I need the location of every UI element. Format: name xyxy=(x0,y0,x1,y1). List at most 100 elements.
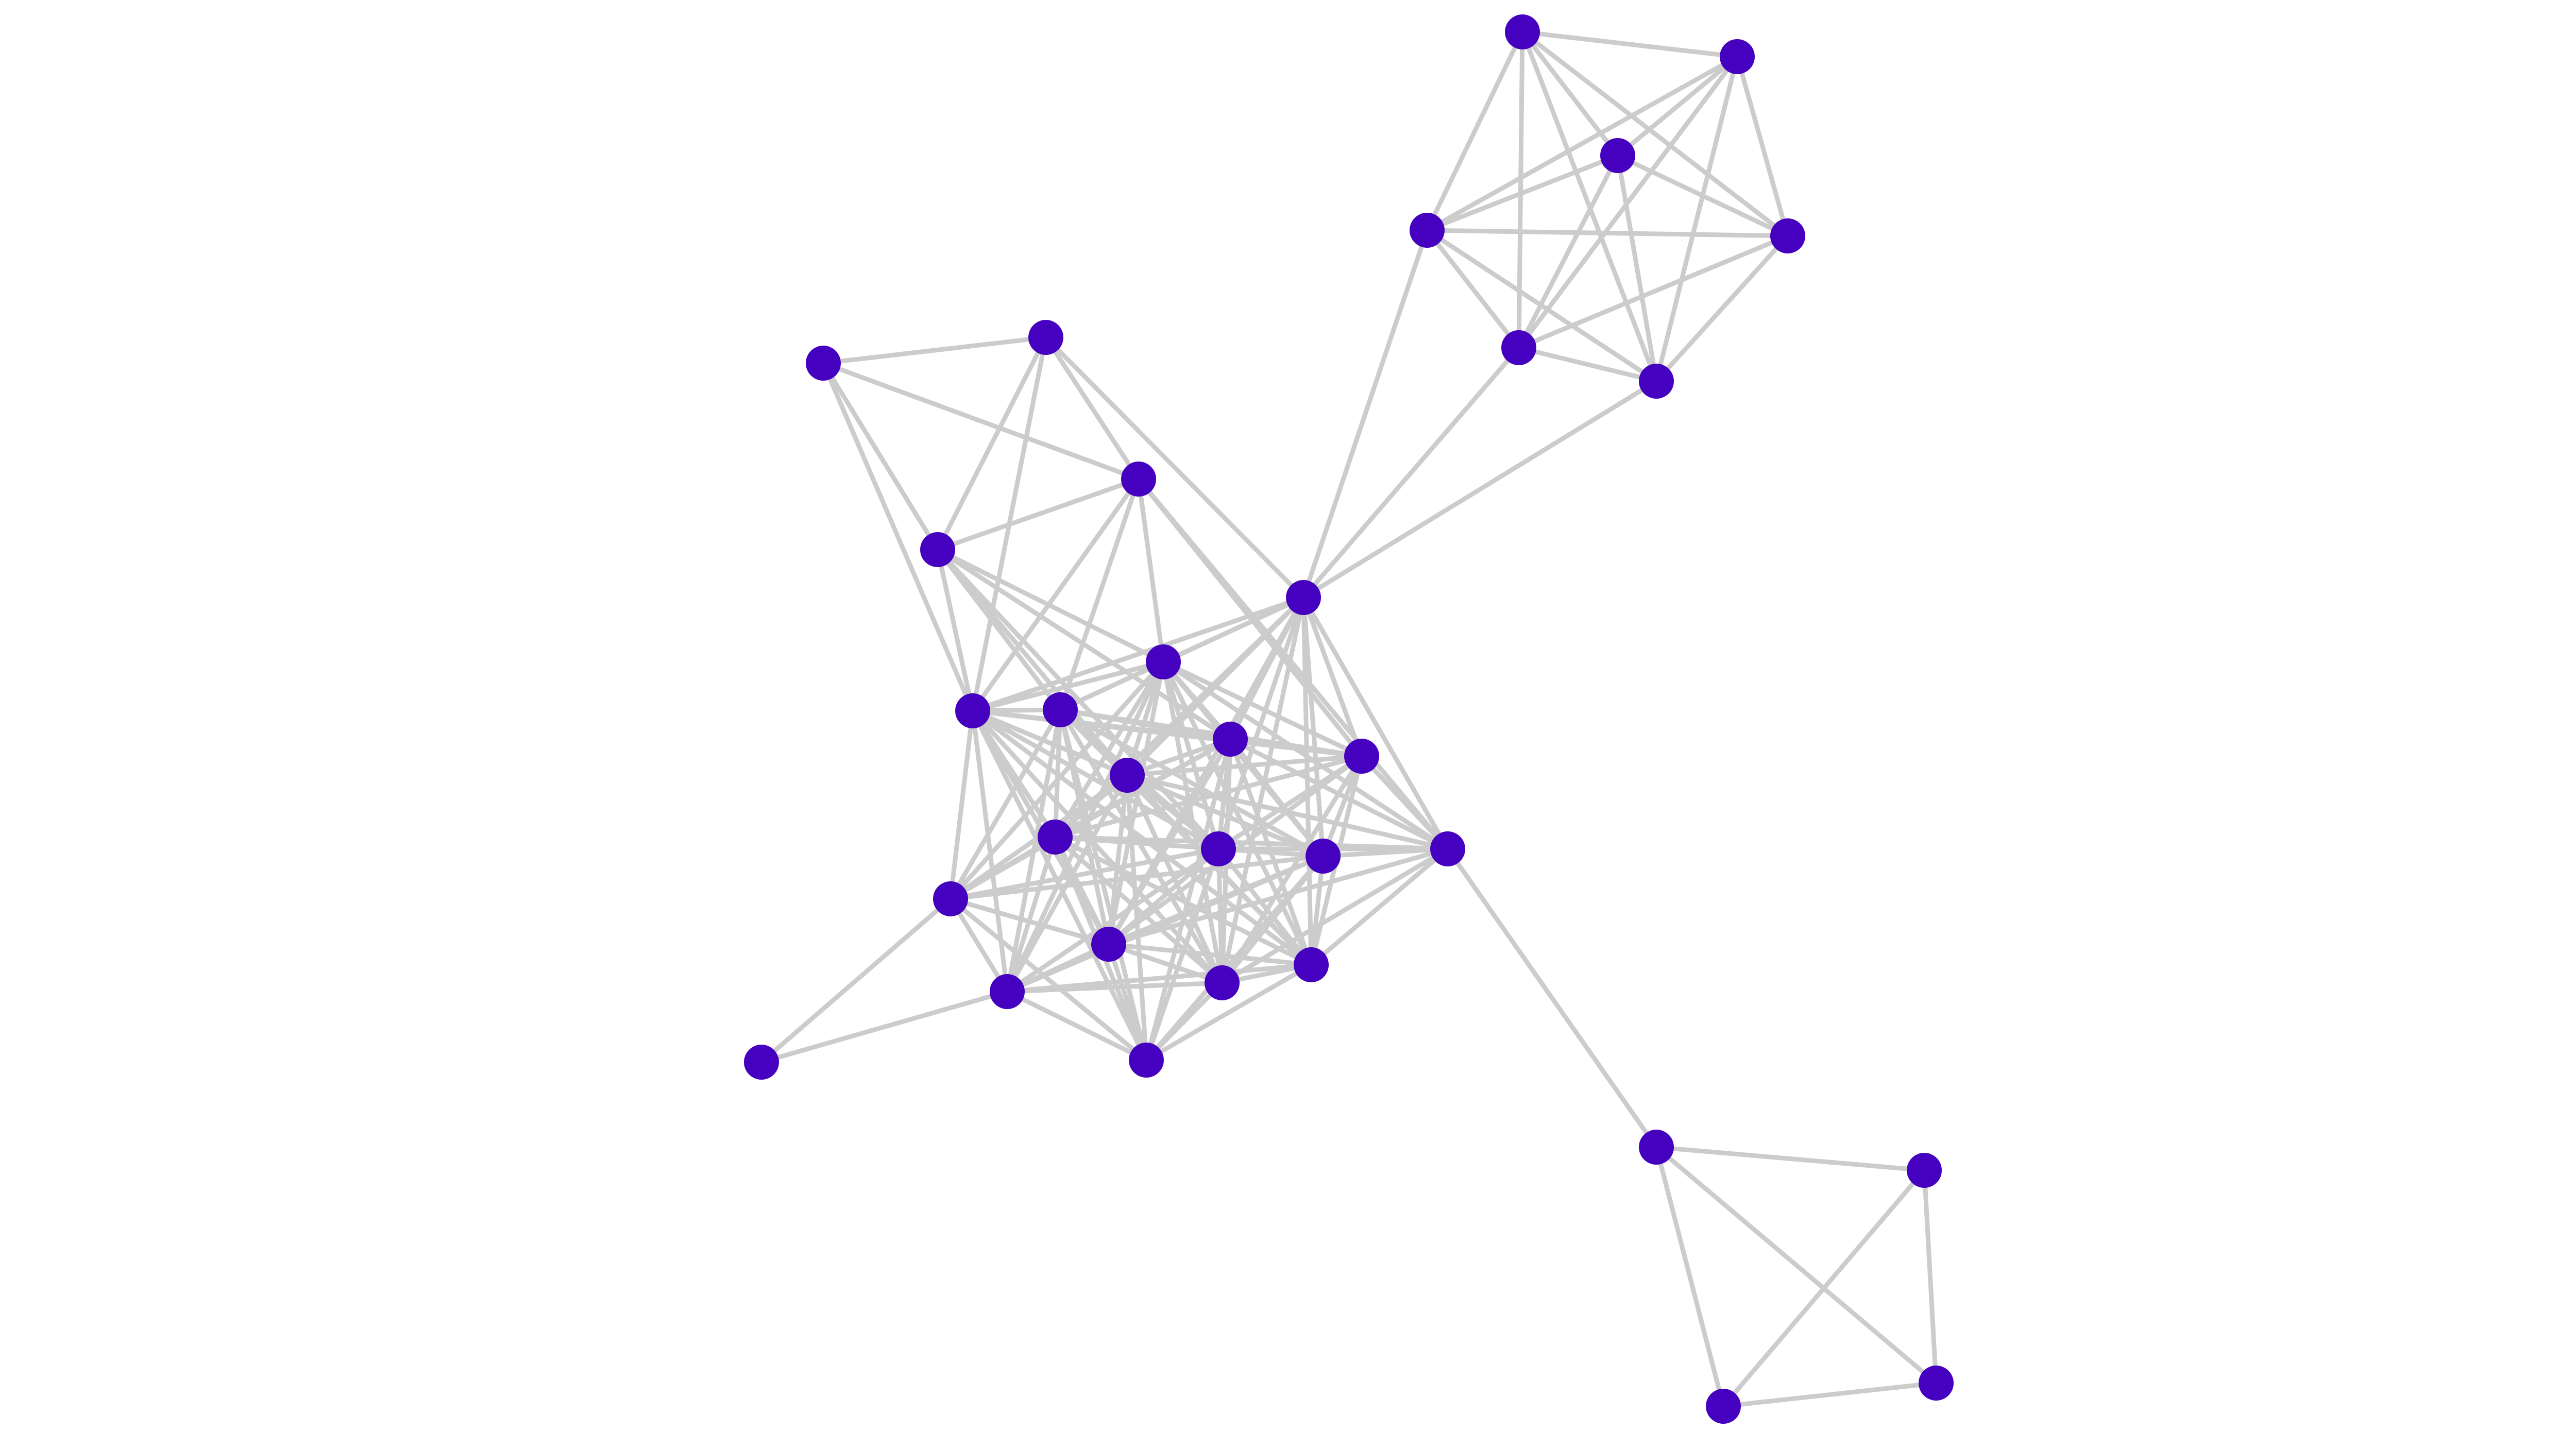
graph-node xyxy=(1770,218,1805,253)
graph-edge xyxy=(1615,153,1659,384)
graph-edge xyxy=(1301,379,1659,600)
graph-edge xyxy=(1654,1145,1927,1173)
graph-edge xyxy=(1520,29,1790,238)
graph-node xyxy=(1306,839,1341,874)
graph-edge xyxy=(1309,846,1450,967)
graph-edge xyxy=(821,361,975,713)
graph-node xyxy=(744,1045,779,1080)
graph-edge xyxy=(1219,595,1306,985)
graph-edge xyxy=(935,335,1048,552)
graph-node xyxy=(1110,758,1145,793)
graph-edge xyxy=(1053,834,1225,985)
graph-edge xyxy=(1301,595,1450,851)
graph-edge xyxy=(1125,773,1450,851)
graph-node xyxy=(1600,138,1635,173)
graph-edge xyxy=(1053,707,1063,840)
graph-edge xyxy=(1721,1168,1927,1409)
graph-edge xyxy=(1058,659,1166,712)
graph-edge xyxy=(1053,834,1314,967)
graph-edge xyxy=(1309,854,1326,967)
graph-edge xyxy=(1005,834,1058,994)
graph-edge xyxy=(1106,846,1450,947)
graph-edge xyxy=(1301,595,1314,967)
graph-edge xyxy=(1136,476,1450,851)
graph-edge xyxy=(1615,153,1790,238)
graph-edge xyxy=(1144,962,1314,1063)
graph-edge xyxy=(1053,659,1166,840)
graph-edge xyxy=(1922,1168,1939,1386)
graph-edge xyxy=(1125,754,1364,778)
graph-edge xyxy=(1058,707,1326,859)
graph-edge xyxy=(1136,476,1166,664)
graph-node xyxy=(1146,644,1181,679)
graph-edge xyxy=(935,476,1141,552)
graph-edge xyxy=(948,854,1326,901)
graph-node xyxy=(1505,14,1540,49)
graph-edge xyxy=(759,896,953,1065)
graph-edge xyxy=(821,361,940,552)
graph-edge xyxy=(1654,1145,1726,1409)
graph-edge xyxy=(1144,846,1221,1063)
graph-edge xyxy=(970,476,1141,713)
graph-edge xyxy=(1516,29,1525,350)
graph-node xyxy=(1410,213,1445,248)
graph-node xyxy=(1038,820,1073,855)
graph-node xyxy=(1129,1043,1164,1078)
graph-edge xyxy=(1320,846,1450,859)
graph-edge xyxy=(1425,153,1620,233)
graph-edge xyxy=(1425,29,1525,233)
graph-edge xyxy=(1425,228,1521,350)
graph-edge xyxy=(1058,707,1225,985)
graph-edge xyxy=(935,547,1233,742)
graph-node xyxy=(920,532,955,567)
graph-edge xyxy=(1106,773,1130,947)
graph-edge xyxy=(1058,476,1141,712)
graph-node xyxy=(1201,831,1236,866)
graph-edge xyxy=(935,547,975,713)
graph-edge xyxy=(948,896,1010,994)
graph-edge xyxy=(1161,659,1450,851)
graph-node xyxy=(1720,39,1755,74)
graph-edge xyxy=(1445,846,1659,1150)
graph-edge xyxy=(1228,737,1364,759)
graph-edge xyxy=(1320,754,1364,859)
graph-edge xyxy=(948,708,975,901)
graph-edge xyxy=(948,896,1149,1063)
graph-node xyxy=(955,693,990,728)
graph-edge xyxy=(1520,29,1740,59)
graph-edge xyxy=(1161,659,1364,759)
graph-edge xyxy=(1216,846,1225,985)
graph-node xyxy=(1501,330,1536,365)
graph-edge xyxy=(1005,989,1149,1063)
graph-node xyxy=(1344,739,1379,774)
graph-node xyxy=(1213,722,1248,757)
nodes-layer xyxy=(744,14,1954,1424)
graph-edge xyxy=(1654,54,1740,384)
graph-node xyxy=(806,346,841,381)
graph-edge xyxy=(1301,345,1521,600)
graph-edge xyxy=(970,659,1166,713)
graph-node xyxy=(1121,462,1156,497)
graph-node xyxy=(1091,927,1126,962)
graph-edge xyxy=(1228,737,1326,859)
graph-edge xyxy=(1125,737,1233,778)
graph-edge xyxy=(1043,335,1141,482)
graph-edge xyxy=(1425,228,1659,384)
graph-node xyxy=(1639,1130,1674,1165)
graph-edge xyxy=(1058,707,1149,1063)
graph-edge xyxy=(759,989,1010,1065)
graph-edge xyxy=(1615,54,1740,158)
graph-edge xyxy=(1654,233,1790,384)
graph-node xyxy=(1043,692,1078,727)
graph-edge xyxy=(1516,345,1659,384)
graph-edge xyxy=(935,547,1166,664)
graph-edge xyxy=(1516,233,1790,350)
graph-edge xyxy=(1301,228,1430,600)
graph-edge xyxy=(1125,773,1221,851)
graph-edge xyxy=(821,361,1141,482)
graph-node xyxy=(1907,1153,1942,1188)
graph-node xyxy=(933,881,968,916)
graph-node xyxy=(1205,965,1240,1000)
